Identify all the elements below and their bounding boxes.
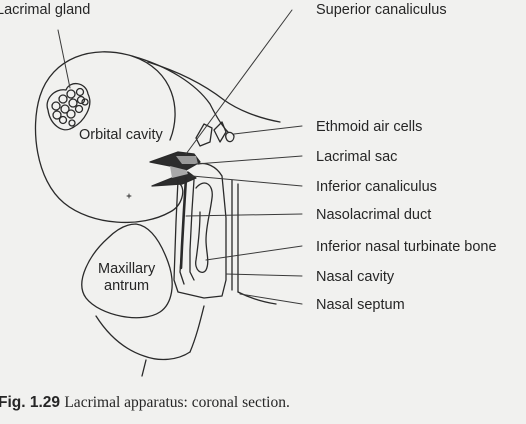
label-inferior-canaliculus: Inferior canaliculus xyxy=(316,179,437,195)
label-orbital-cavity: Orbital cavity xyxy=(79,127,164,143)
label-maxillary: Maxillary xyxy=(98,261,156,277)
lower-face-contour xyxy=(95,315,191,361)
label-superior-canaliculus: Superior canaliculus xyxy=(316,2,447,18)
leader-ethmoid-air-cells xyxy=(233,125,303,135)
coronal-section-diagram: Lacrimal gland Superior canaliculus Orbi… xyxy=(0,2,497,377)
maxillary-antrum-outline xyxy=(81,223,173,319)
caption-text: Lacrimal apparatus: coronal section. xyxy=(64,394,290,411)
label-antrum: antrum xyxy=(104,278,149,294)
figure-caption: Fig. 1.29 Lacrimal apparatus: coronal se… xyxy=(0,394,526,412)
skull-outer-contour xyxy=(147,61,281,123)
orbit-centre-mark xyxy=(126,193,132,199)
label-nasolacrimal-duct: Nasolacrimal duct xyxy=(316,207,431,223)
lacrimal-gland xyxy=(46,83,91,131)
leader-nasolacrimal-duct xyxy=(185,213,303,217)
label-inferior-nasal-turbinate-bone: Inferior nasal turbinate bone xyxy=(316,239,497,255)
label-lacrimal-sac: Lacrimal sac xyxy=(316,149,397,165)
nasal-septum-line xyxy=(231,179,239,293)
orbital-roof-contour xyxy=(131,55,229,133)
label-nasal-cavity: Nasal cavity xyxy=(316,269,395,285)
leader-lacrimal-gland xyxy=(57,29,71,89)
leader-nasal-cavity xyxy=(225,273,303,277)
leader-lacrimal-sac xyxy=(195,155,303,165)
leader-inferior-turbinate xyxy=(205,245,303,261)
label-ethmoid-air-cells: Ethmoid air cells xyxy=(316,119,422,135)
leader-superior-canaliculus xyxy=(185,9,293,155)
inferior-turbinate xyxy=(195,182,213,274)
figure-number: Fig. 1.29 xyxy=(0,394,61,411)
leader-nasal-septum xyxy=(239,293,303,305)
orbit-outline xyxy=(34,51,184,224)
lacrimal-canaliculi-shape xyxy=(149,151,201,187)
leader-inferior-canaliculus xyxy=(191,175,303,187)
ethmoid-air-cells-shape xyxy=(195,121,235,147)
label-lacrimal-gland: Lacrimal gland xyxy=(0,2,90,18)
label-nasal-septum: Nasal septum xyxy=(316,297,405,313)
